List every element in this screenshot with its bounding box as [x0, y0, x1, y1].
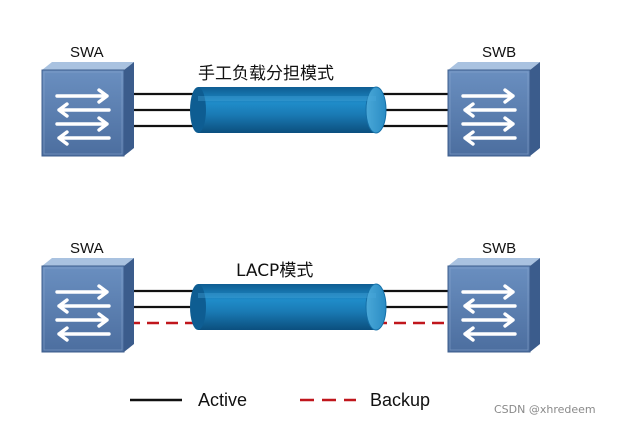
switch-icon [42, 258, 134, 352]
legend: Active Backup [130, 390, 430, 410]
link-bundle-icon [190, 86, 387, 134]
legend-active-label: Active [198, 390, 247, 410]
mode-label: 手工负载分担模式 [198, 64, 334, 84]
switch-icon [448, 258, 540, 352]
device-label-swa: SWA [70, 44, 104, 61]
watermark: CSDN @xhredeem [494, 403, 596, 416]
top-diagram: SWA SWB 手工负载分担模式 [42, 44, 540, 156]
device-label-swb: SWB [482, 240, 516, 257]
mode-label: LACP模式 [236, 261, 313, 281]
link-bundle-icon [190, 283, 387, 331]
device-label-swb: SWB [482, 44, 516, 61]
switch-icon [42, 62, 134, 156]
device-label-swa: SWA [70, 240, 104, 257]
legend-backup-label: Backup [370, 390, 430, 410]
switch-icon [448, 62, 540, 156]
bottom-diagram: SWA SWB LACP模式 [42, 240, 540, 352]
